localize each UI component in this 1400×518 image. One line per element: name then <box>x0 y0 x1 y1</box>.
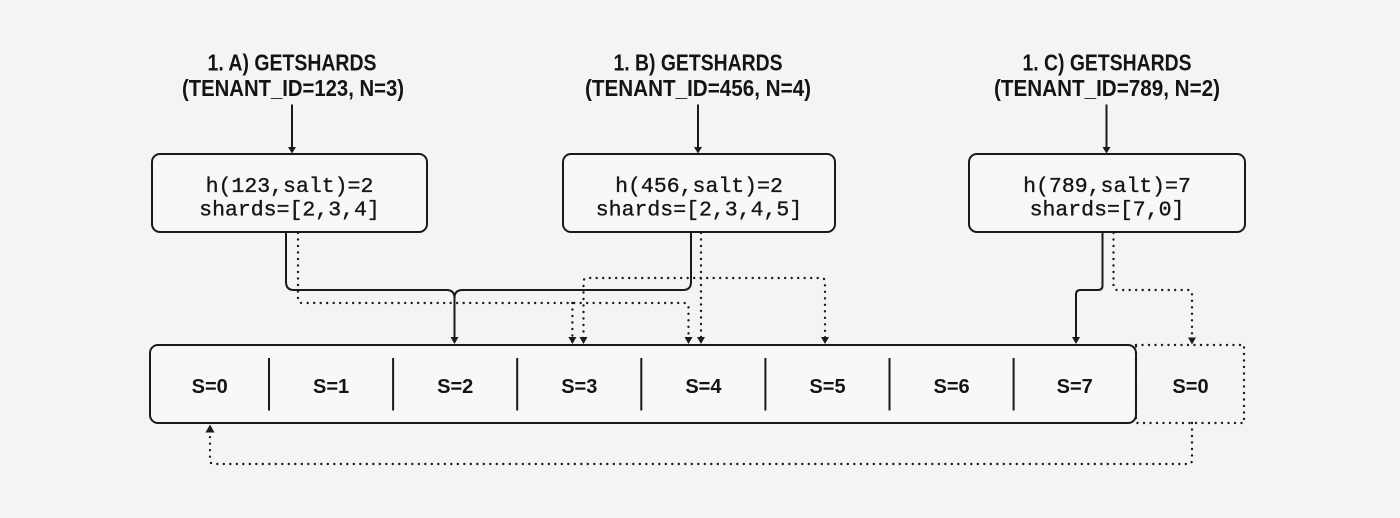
svg-text:S=1: S=1 <box>313 376 349 398</box>
svg-text:h(456,salt)=2: h(456,salt)=2 <box>615 175 783 199</box>
svg-text:S=7: S=7 <box>1057 376 1093 398</box>
svg-text:(TENANT_ID=123, N=3): (TENANT_ID=123, N=3) <box>182 75 404 101</box>
svg-text:shards=[2,3,4,5]: shards=[2,3,4,5] <box>596 199 802 223</box>
svg-text:1. C) GETSHARDS: 1. C) GETSHARDS <box>1023 49 1192 75</box>
svg-text:S=5: S=5 <box>809 376 845 398</box>
svg-text:S=3: S=3 <box>561 376 597 398</box>
svg-text:h(789,salt)=7: h(789,salt)=7 <box>1023 175 1191 199</box>
svg-text:h(123,salt)=2: h(123,salt)=2 <box>206 175 374 199</box>
svg-text:shards=[7,0]: shards=[7,0] <box>1030 199 1185 223</box>
svg-text:S=6: S=6 <box>934 376 970 398</box>
svg-text:1. A) GETSHARDS: 1. A) GETSHARDS <box>208 49 377 75</box>
svg-text:S=4: S=4 <box>685 376 722 398</box>
svg-text:S=0: S=0 <box>192 376 228 398</box>
svg-text:1. B) GETSHARDS: 1. B) GETSHARDS <box>614 49 783 75</box>
svg-text:shards=[2,3,4]: shards=[2,3,4] <box>199 199 380 223</box>
svg-text:S=0: S=0 <box>1172 376 1208 398</box>
svg-text:S=2: S=2 <box>437 376 473 398</box>
svg-text:(TENANT_ID=789, N=2): (TENANT_ID=789, N=2) <box>994 75 1220 101</box>
svg-text:(TENANT_ID=456, N=4): (TENANT_ID=456, N=4) <box>585 75 811 101</box>
